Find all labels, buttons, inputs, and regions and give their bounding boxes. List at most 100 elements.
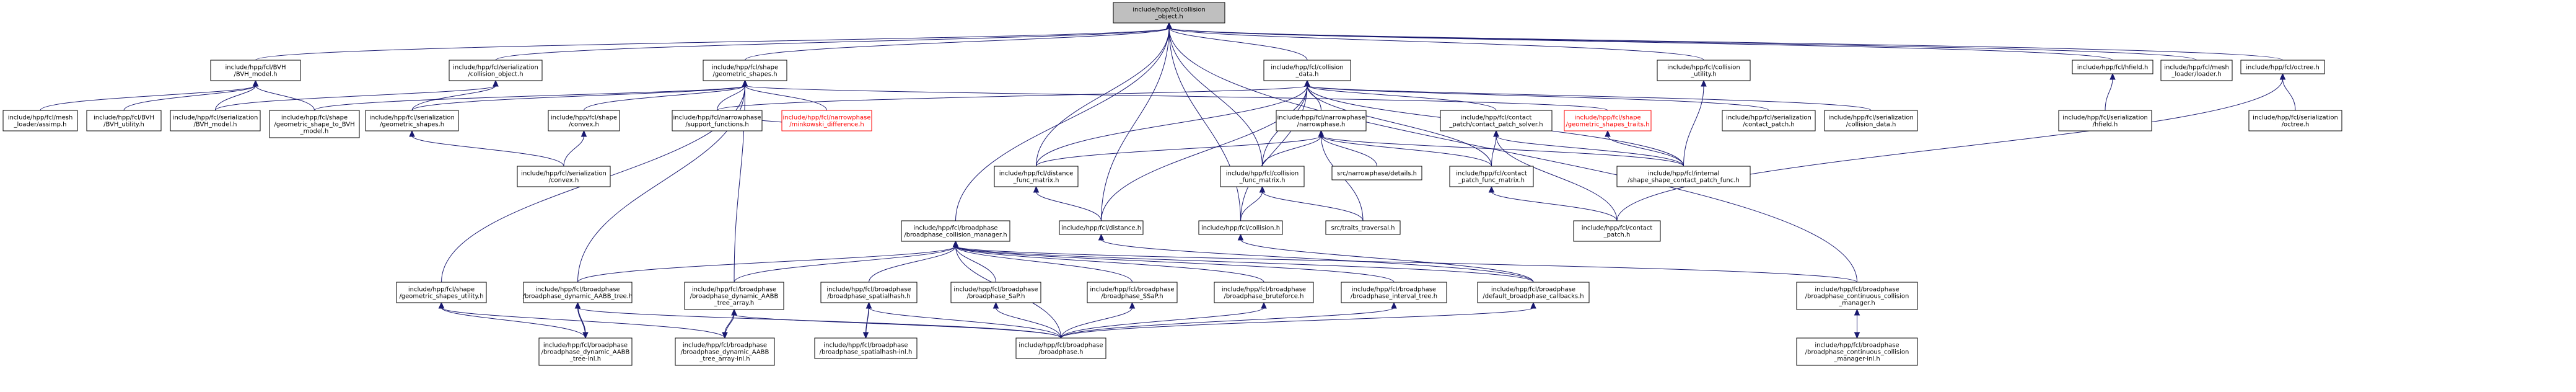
node-box — [1796, 282, 1918, 310]
node-shape-to-bvh[interactable]: include/hpp/fcl/shape/geometric_shape_to… — [269, 110, 360, 138]
node-geometric-shapes[interactable]: include/hpp/fcl/shape/geometric_shapes.h — [703, 60, 787, 81]
node-bp-continuous[interactable]: include/hpp/fcl/broadphase/broadphase_co… — [1796, 282, 1918, 310]
node-internal-shape-contact[interactable]: include/hpp/fcl/internal/shape_shape_con… — [1616, 166, 1751, 187]
node-label-line: include/hpp/fcl/octree.h — [2246, 65, 2319, 71]
node-label-line: _patch_func_matrix.h — [1458, 177, 1525, 184]
node-label-line: /octree.h — [2282, 122, 2310, 128]
node-contact-patch[interactable]: include/hpp/fcl/contact_patch.h — [1573, 220, 1661, 242]
node-box — [210, 60, 301, 81]
node-box — [1276, 110, 1367, 131]
node-root[interactable]: include/hpp/fcl/collision_object.h — [1113, 2, 1225, 24]
node-box — [449, 60, 543, 81]
node-label-line: /collision_data.h — [1846, 122, 1896, 128]
node-ser-contact-patch[interactable]: include/hpp/fcl/serialization/contact_pa… — [1722, 110, 1816, 131]
edge-geometric_shapes-to-shapes_traits — [742, 79, 1608, 111]
node-box — [820, 282, 918, 303]
node-bp-spatialhash-inl[interactable]: include/hpp/fcl/broadphase/broadphase_sp… — [814, 337, 918, 359]
node-bp-dyn-aabb-tree-array[interactable]: include/hpp/fcl/broadphase/broadphase_dy… — [684, 282, 784, 310]
node-bp-bruteforce[interactable]: include/hpp/fcl/broadphase/broadphase_br… — [1214, 282, 1314, 303]
node-shape-convex[interactable]: include/hpp/fcl/shape/convex.h — [548, 110, 620, 131]
node-shapes-utility[interactable]: include/hpp/fcl/shape/geometric_shapes_u… — [396, 282, 487, 303]
node-bvh-utility[interactable]: include/hpp/fcl/BVH/BVH_utility.h — [86, 110, 162, 131]
edge-bvh_model-to-ser_bvh_model — [215, 79, 259, 111]
node-label-line: include/hpp/fcl/broadphase — [953, 287, 1038, 293]
node-label-line: /minkowski_difference.h — [789, 122, 864, 128]
node-support-functions[interactable]: include/hpp/fcl/narrowphase/support_func… — [672, 110, 763, 131]
node-label-line: _patch.h — [1603, 232, 1631, 239]
edge-collision_data-to-distance — [1101, 79, 1310, 221]
edge-root-to-bp_continuous — [1166, 22, 1857, 283]
node-label-line: _manager-inl.h — [1833, 356, 1880, 363]
node-label-line: include/hpp/fcl/narrowphase — [783, 115, 871, 122]
node-label-line: include/hpp/fcl/BVH — [225, 65, 286, 71]
node-octree[interactable]: include/hpp/fcl/octree.h — [2240, 60, 2325, 74]
node-label-line: include/hpp/fcl/broadphase — [1019, 342, 1103, 349]
node-box — [675, 337, 775, 366]
edge-ser_geometric_shapes-to-ser_convex — [409, 130, 564, 167]
node-ser-octree[interactable]: include/hpp/fcl/serialization/octree.h — [2248, 110, 2342, 131]
node-bp-interval-tree[interactable]: include/hpp/fcl/broadphase/broadphase_in… — [1341, 282, 1447, 303]
node-contact-patch-solver[interactable]: include/hpp/fcl/contact_patch/contact_pa… — [1440, 110, 1553, 131]
node-ser-hfield[interactable]: include/hpp/fcl/serialization/hfield.h — [2058, 110, 2152, 131]
node-ser-collision-object[interactable]: include/hpp/fcl/serialization/collision_… — [449, 60, 543, 81]
node-label-line: include/hpp/fcl/shape — [1574, 115, 1641, 122]
node-traits-traversal[interactable]: src/traits_traversal.h — [1325, 220, 1401, 235]
node-bp-dyn-aabb-tree-array-inl[interactable]: include/hpp/fcl/broadphase/broadphase_dy… — [675, 337, 775, 366]
edge-bp_collision_manager-to-bp_spatialhash — [869, 240, 959, 283]
node-narrowphase[interactable]: include/hpp/fcl/narrowphase/narrowphase.… — [1276, 110, 1367, 131]
node-minkowski[interactable]: include/hpp/fcl/narrowphase/minkowski_di… — [781, 110, 872, 131]
node-collision-data[interactable]: include/hpp/fcl/collision_data.h — [1263, 60, 1351, 81]
node-bp-ssap[interactable]: include/hpp/fcl/broadphase/broadphase_SS… — [1087, 282, 1178, 303]
node-bp-collision-manager[interactable]: include/hpp/fcl/broadphase/broadphase_co… — [901, 220, 1010, 242]
node-mesh-loader[interactable]: include/hpp/fcl/mesh_loader/loader.h — [2160, 60, 2233, 81]
edge-root-to-geometric_shapes — [745, 22, 1172, 61]
node-box — [1796, 337, 1918, 366]
node-broadphase[interactable]: include/hpp/fcl/broadphase/broadphase.h — [1015, 337, 1106, 359]
node-distance-func-matrix[interactable]: include/hpp/fcl/distance_func_matrix.h — [994, 166, 1079, 187]
node-hfield[interactable]: include/hpp/fcl/hfield.h — [2072, 60, 2153, 74]
edge-narrowphase-to-internal_shape_contact — [1318, 130, 1684, 167]
node-bp-sap[interactable]: include/hpp/fcl/broadphase/broadphase_Sa… — [950, 282, 1041, 303]
node-shapes-traits[interactable]: include/hpp/fcl/shape/geometric_shapes_t… — [1564, 110, 1652, 131]
node-distance[interactable]: include/hpp/fcl/distance.h — [1059, 220, 1144, 235]
node-label-line: /broadphase.h — [1039, 349, 1084, 356]
edge-bp_collision_manager-to-bp_dyn_aabb_tree_array — [734, 240, 959, 283]
node-ser-collision-data[interactable]: include/hpp/fcl/serialization/collision_… — [1824, 110, 1918, 131]
node-label-line: include/hpp/fcl/BVH — [94, 115, 154, 122]
node-label-line: /shape_shape_contact_patch_func.h — [1628, 177, 1740, 184]
node-collision[interactable]: include/hpp/fcl/collision.h — [1198, 220, 1283, 235]
edge-collision_data-to-collision — [1240, 79, 1310, 221]
node-collision-func-matrix[interactable]: include/hpp/fcl/collision_func_matrix.h — [1220, 166, 1305, 187]
node-bvh-model[interactable]: include/hpp/fcl/BVH/BVH_model.h — [210, 60, 301, 81]
node-box — [1113, 2, 1225, 24]
node-label-line: /narrowphase.h — [1297, 122, 1346, 128]
node-ser-convex[interactable]: include/hpp/fcl/serialization/convex.h — [517, 166, 611, 187]
edge-bvh_model-to-shape_to_bvh — [252, 79, 315, 111]
edge-collision_func_matrix-to-traits_traversal — [1259, 185, 1364, 221]
node-bp-continuous-inl[interactable]: include/hpp/fcl/broadphase/broadphase_co… — [1796, 337, 1918, 366]
edge-collision_data-to-support_functions — [717, 79, 1310, 111]
node-label-line: _tree_array-inl.h — [699, 356, 750, 363]
node-collision-utility[interactable]: include/hpp/fcl/collision_utility.h — [1657, 60, 1751, 81]
node-label-line: _data.h — [1295, 71, 1318, 78]
node-ser-bvh-model[interactable]: include/hpp/fcl/serialization/BVH_model.… — [170, 110, 261, 131]
node-box — [548, 110, 620, 131]
node-label-line: /broadphase_SaP.h — [967, 293, 1025, 300]
node-box — [538, 337, 633, 366]
edge-narrowphase-to-collision_func_matrix — [1262, 130, 1325, 167]
edge-distance_func_matrix-to-distance — [1033, 185, 1102, 221]
node-contact-patch-func-matrix[interactable]: include/hpp/fcl/contact_patch_func_matri… — [1449, 166, 1534, 187]
node-bp-spatialhash[interactable]: include/hpp/fcl/broadphase/broadphase_sp… — [820, 282, 918, 303]
node-box — [170, 110, 261, 131]
node-ser-geometric-shapes[interactable]: include/hpp/fcl/serialization/geometric_… — [365, 110, 459, 131]
node-bp-dyn-aabb-tree-inl[interactable]: include/hpp/fcl/broadphase/broadphase_dy… — [538, 337, 633, 366]
node-label-line: /broadphase_interval_tree.h — [1351, 293, 1437, 300]
edge-bp_sap-to-broadphase — [992, 301, 1061, 339]
node-box — [2, 110, 78, 131]
edge-collision-to-default_callbacks — [1237, 233, 1534, 283]
node-default-callbacks[interactable]: include/hpp/fcl/broadphase/default_broad… — [1477, 282, 1590, 303]
node-assimp[interactable]: include/hpp/fcl/mesh_loader/assimp.h — [2, 110, 78, 131]
node-details[interactable]: src/narrowphase/details.h — [1331, 166, 1422, 180]
node-bp-dyn-aabb-tree[interactable]: include/hpp/fcl/broadphase/broadphase_dy… — [523, 282, 633, 303]
edge-distance-to-default_callbacks — [1098, 233, 1534, 283]
